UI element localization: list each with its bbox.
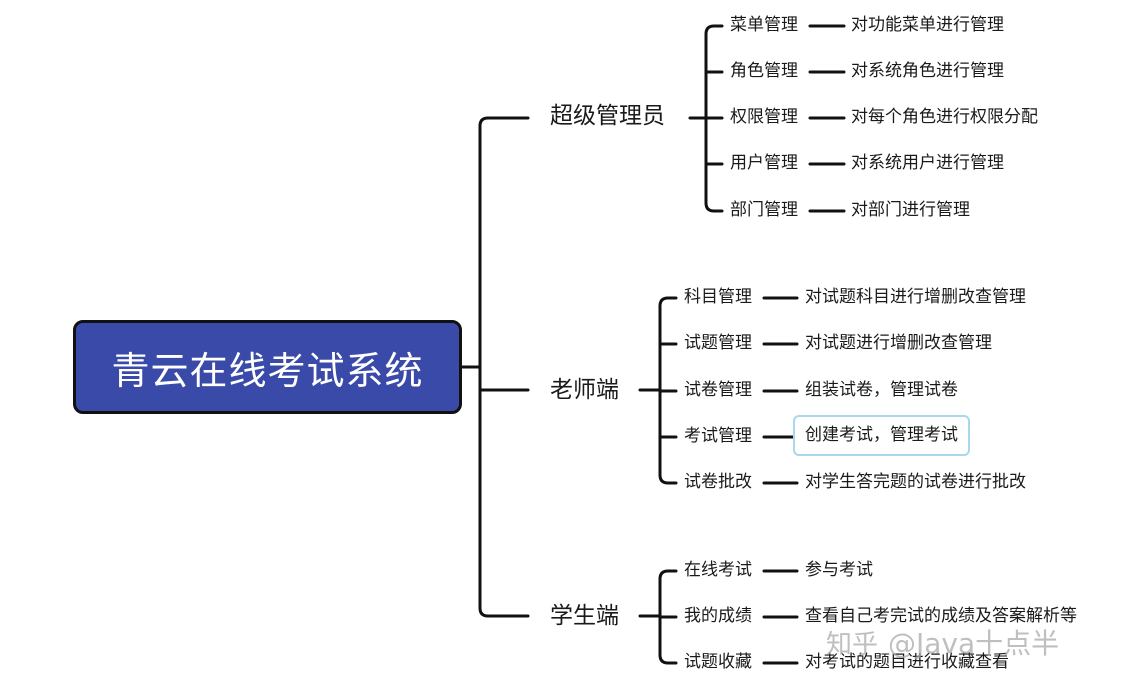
root-node-label: 青云在线考试系统 [111, 348, 424, 393]
teacher-item-question[interactable]: 试题管理 [684, 333, 752, 353]
zhihu-logo: 知乎 [826, 630, 879, 660]
super-admin-item-role[interactable]: 角色管理 [730, 61, 798, 81]
super-admin-item-permission[interactable]: 权限管理 [730, 107, 798, 127]
teacher-item-paper[interactable]: 试卷管理 [684, 380, 752, 400]
super-admin-item-department[interactable]: 部门管理 [730, 200, 798, 220]
teacher-desc-question[interactable]: 对试题进行增删改查管理 [805, 333, 992, 353]
teacher-desc-grading[interactable]: 对学生答完题的试卷进行批改 [805, 472, 1026, 492]
student-desc-my-scores[interactable]: 查看自己考完试的成绩及答案解析等 [805, 606, 1077, 626]
student-item-favorites[interactable]: 试题收藏 [684, 652, 752, 672]
root-node[interactable]: 青云在线考试系统 [73, 320, 462, 414]
student-item-online-exam[interactable]: 在线考试 [684, 560, 752, 580]
teacher-item-subject[interactable]: 科目管理 [684, 287, 752, 307]
branch-super-admin[interactable]: 超级管理员 [550, 103, 665, 129]
super-admin-item-menu[interactable]: 菜单管理 [730, 15, 798, 35]
super-admin-desc-department[interactable]: 对部门进行管理 [851, 200, 970, 220]
watermark: 知乎 @Java十点半 [826, 622, 1059, 662]
teacher-item-grading[interactable]: 试卷批改 [684, 472, 752, 492]
super-admin-item-user[interactable]: 用户管理 [730, 153, 798, 173]
watermark-text: @Java十点半 [888, 627, 1060, 660]
teacher-desc-subject[interactable]: 对试题科目进行增删改查管理 [805, 287, 1026, 307]
student-item-my-scores[interactable]: 我的成绩 [684, 606, 752, 626]
student-desc-online-exam[interactable]: 参与考试 [805, 560, 873, 580]
teacher-item-exam[interactable]: 考试管理 [684, 426, 752, 446]
super-admin-desc-permission[interactable]: 对每个角色进行权限分配 [851, 107, 1038, 127]
teacher-desc-paper[interactable]: 组装试卷，管理试卷 [805, 380, 958, 400]
branch-student[interactable]: 学生端 [550, 603, 619, 629]
super-admin-desc-user[interactable]: 对系统用户进行管理 [851, 153, 1004, 173]
super-admin-desc-menu[interactable]: 对功能菜单进行管理 [851, 15, 1004, 35]
teacher-desc-exam-selected[interactable]: 创建考试，管理考试 [793, 415, 970, 456]
student-desc-favorites[interactable]: 对考试的题目进行收藏查看 [805, 652, 1009, 672]
branch-teacher[interactable]: 老师端 [550, 377, 619, 403]
main-bracket [478, 116, 530, 618]
super-admin-desc-role[interactable]: 对系统角色进行管理 [851, 61, 1004, 81]
